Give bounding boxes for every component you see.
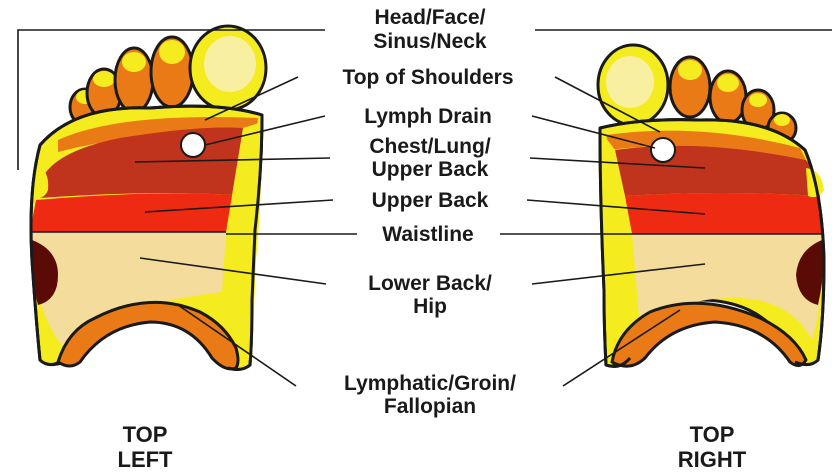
caption-right-line1: TOP bbox=[690, 422, 735, 447]
caption-left-line1: TOP bbox=[123, 422, 168, 447]
captions: TOP LEFT TOP RIGHT bbox=[118, 422, 747, 472]
caption-left-line2: LEFT bbox=[118, 447, 174, 472]
left-lymph-spot bbox=[181, 133, 205, 157]
left-foot bbox=[30, 26, 266, 369]
label-head-line2: Sinus/Neck bbox=[373, 30, 487, 53]
right-foot-sole bbox=[600, 120, 824, 367]
label-chest-line1: Chest/Lung/ bbox=[369, 135, 490, 158]
label-lower-back-line2: Hip bbox=[413, 295, 447, 318]
caption-right-line2: RIGHT bbox=[678, 447, 747, 472]
label-waistline: Waistline bbox=[382, 223, 473, 246]
label-upper-back: Upper Back bbox=[372, 189, 489, 212]
label-lymph-drain: Lymph Drain bbox=[364, 105, 492, 128]
label-groin-line2: Fallopian bbox=[384, 395, 476, 418]
right-foot bbox=[598, 45, 824, 366]
label-lower-back-line1: Lower Back/ bbox=[368, 272, 492, 295]
left-foot-sole bbox=[30, 106, 262, 369]
labels: Head/Face/ Sinus/Neck Top of Shoulders L… bbox=[342, 6, 516, 418]
label-groin-line1: Lymphatic/Groin/ bbox=[344, 372, 516, 395]
label-chest-line2: Upper Back bbox=[372, 158, 489, 181]
label-head-line1: Head/Face/ bbox=[375, 6, 486, 29]
right-lymph-spot bbox=[651, 138, 675, 162]
label-top-of-shoulders: Top of Shoulders bbox=[342, 66, 513, 89]
